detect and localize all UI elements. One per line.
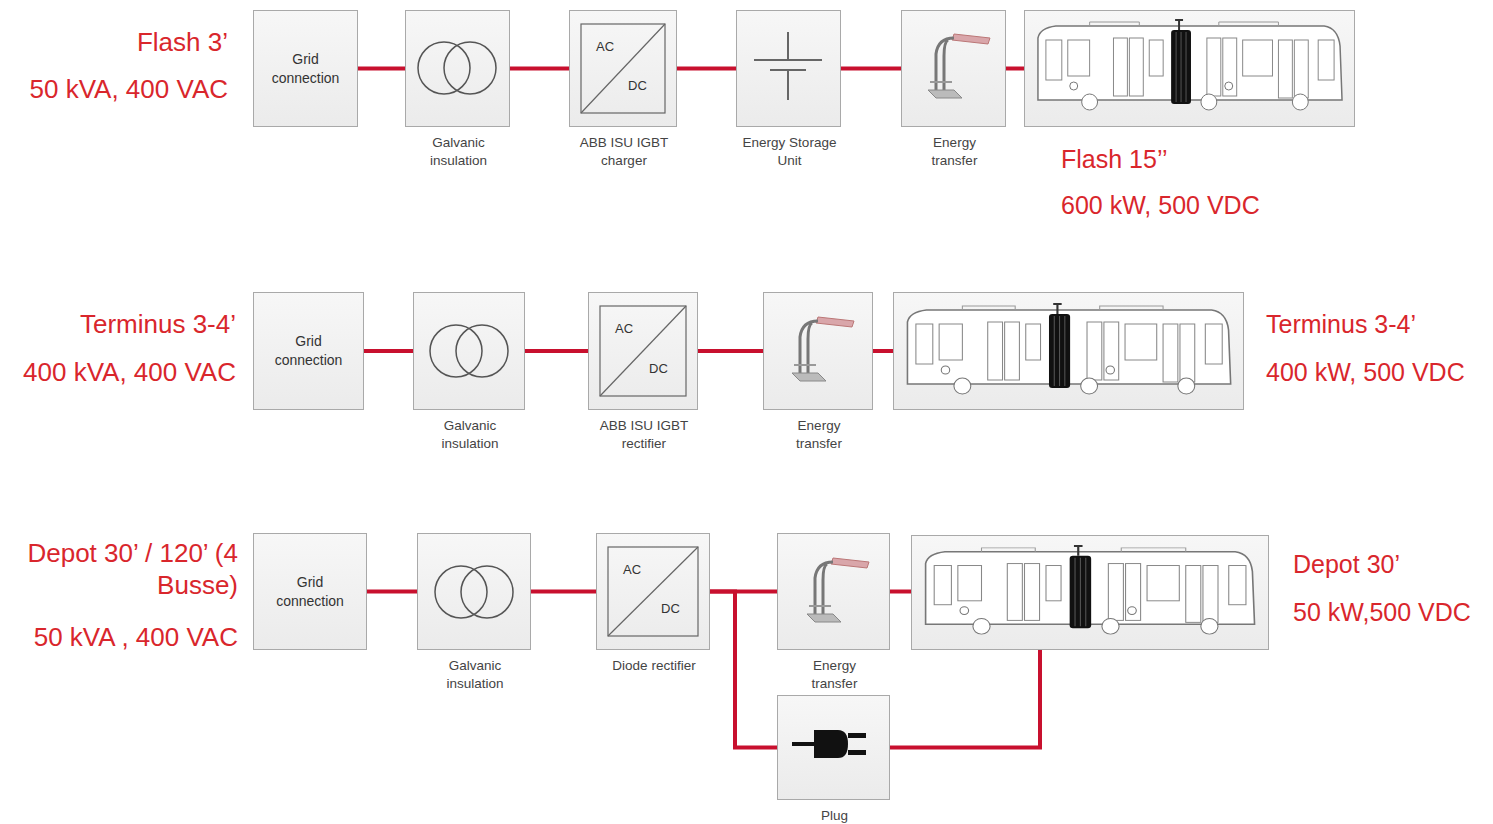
power-line (358, 67, 405, 71)
component-box: Depot 30’50 kW,500 VDC (911, 535, 1269, 650)
power-line (525, 349, 588, 353)
bus-rating: 600 kW, 500 VDC (1061, 191, 1260, 220)
component-box: ACDCABB ISU IGBT rectifier (588, 292, 698, 410)
power-line (531, 590, 596, 594)
power-line (890, 650, 1040, 748)
component-box: Galvanic insulation (413, 292, 525, 410)
power-line (873, 349, 893, 353)
component-box: Energy transfer (777, 533, 890, 650)
box-label: Grid connection (269, 573, 351, 611)
component-box: Flash 15’’600 kW, 500 VDC (1024, 10, 1355, 127)
box-caption: Energy Storage Unit (740, 134, 840, 170)
power-line (841, 67, 901, 71)
component-box: Energy Storage Unit (736, 10, 841, 127)
converter-label: DC (628, 78, 647, 93)
component-box: Grid connection (253, 10, 358, 127)
box-caption: Galvanic insulation (428, 417, 512, 453)
box-label: Grid connection (265, 50, 347, 88)
supply-rating: Terminus 3-4’ (80, 308, 236, 340)
component-box: ACDCABB ISU IGBT charger (569, 10, 677, 127)
component-box: Terminus 3-4’400 kW, 500 VDC (893, 292, 1244, 410)
box-label: Grid connection (268, 332, 350, 370)
box-caption: Plug (805, 807, 865, 824)
box-caption: Energy transfer (922, 134, 988, 170)
component-box: Plug (777, 695, 890, 800)
supply-rating: Flash 3’ (137, 26, 228, 58)
bus-rating: Terminus 3-4’ (1266, 310, 1416, 339)
component-box: Grid connection (253, 533, 367, 650)
supply-rating: 50 kVA, 400 VAC (30, 73, 228, 105)
bus-rating: Flash 15’’ (1061, 145, 1168, 174)
component-box: Galvanic insulation (417, 533, 531, 650)
power-line (1006, 67, 1024, 71)
supply-rating: 50 kVA , 400 VAC (34, 621, 238, 653)
power-line (510, 67, 569, 71)
bus-rating: 400 kW, 500 VDC (1266, 358, 1465, 387)
component-box: Energy transfer (763, 292, 873, 410)
power-line (364, 349, 413, 353)
converter-label: AC (596, 39, 614, 54)
box-caption: ABB ISU IGBT rectifier (592, 417, 696, 453)
box-caption: Energy transfer (802, 657, 868, 693)
box-caption: Galvanic insulation (433, 657, 517, 693)
box-caption: Galvanic insulation (417, 134, 501, 170)
power-line (677, 67, 736, 71)
component-box: Galvanic insulation (405, 10, 510, 127)
power-line (367, 590, 417, 594)
component-box: Energy transfer (901, 10, 1006, 127)
bus-rating: Depot 30’ (1293, 550, 1400, 579)
component-box: Grid connection (253, 292, 364, 410)
power-line (698, 349, 763, 353)
bus-rating: 50 kW,500 VDC (1293, 598, 1471, 627)
component-box: ACDCDiode rectifier (596, 533, 710, 650)
power-line (890, 590, 911, 594)
power-line (710, 592, 777, 748)
box-caption: Diode rectifier (612, 657, 696, 675)
converter-label: DC (649, 361, 668, 376)
supply-rating: Depot 30’ / 120’ (4 Busse) (6, 537, 238, 601)
box-caption: ABB ISU IGBT charger (574, 134, 674, 170)
supply-rating: 400 kVA, 400 VAC (23, 356, 236, 388)
box-caption: Energy transfer (786, 417, 852, 453)
converter-label: DC (661, 601, 680, 616)
converter-label: AC (615, 321, 633, 336)
converter-label: AC (623, 562, 641, 577)
